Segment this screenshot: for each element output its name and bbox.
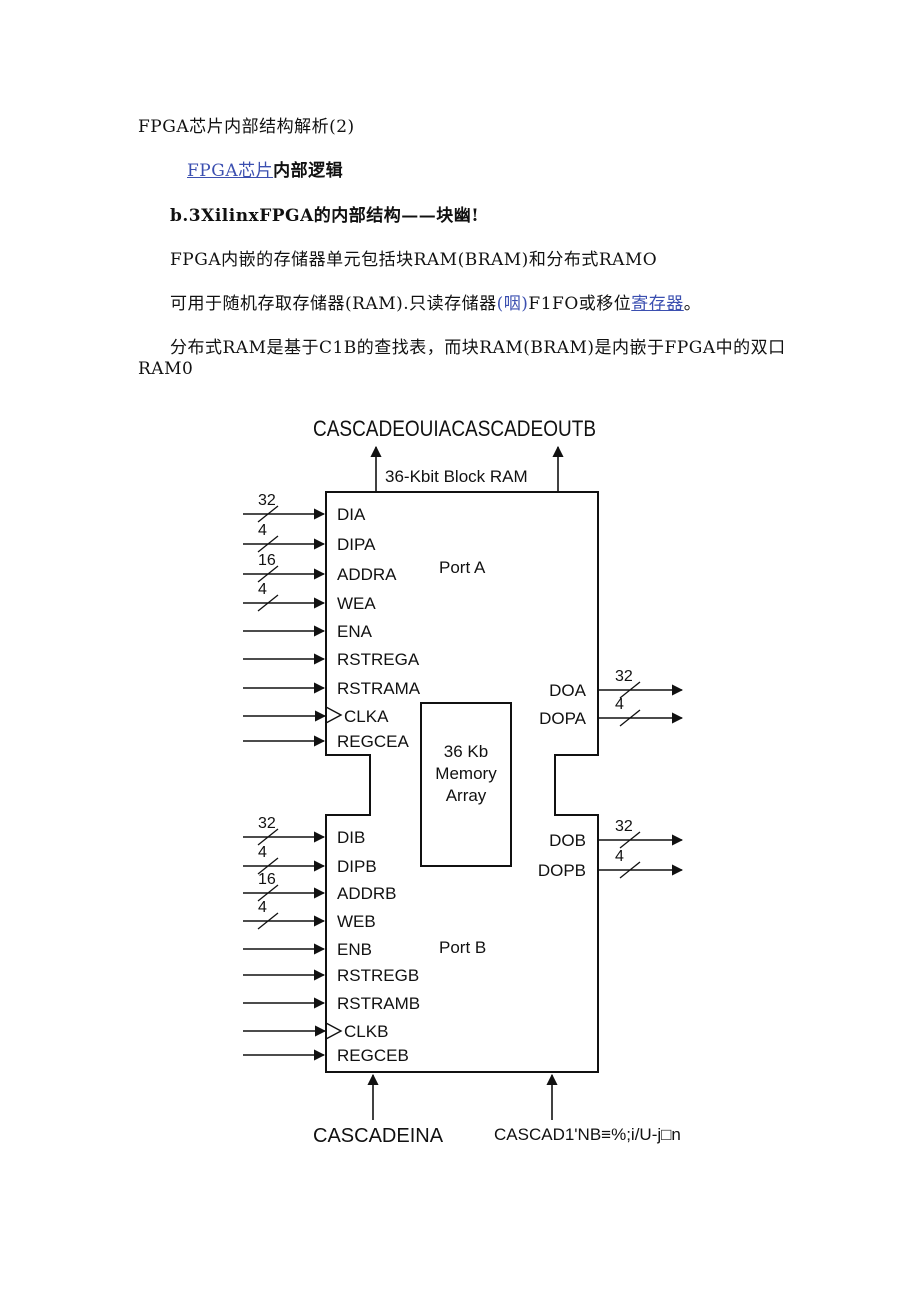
pin-doa-bus-slash — [619, 681, 641, 699]
pin-dob-bus-slash — [619, 831, 641, 849]
doc-title: FPGA芯片内部结构解析(2) — [138, 117, 355, 137]
pin-rstramb-label: RSTRAMB — [337, 994, 420, 1013]
pin-regceb-label: REGCEB — [337, 1046, 409, 1065]
paragraph-3-line-1: 分布式RAM是基于C1B的查找表，而块RAM(BRAM)是内嵌于FPGA中的双口 — [170, 338, 786, 358]
paragraph-1: FPGA内嵌的存储器单元包括块RAM(BRAM)和分布式RAMO — [170, 250, 658, 270]
pin-clkb-label: CLKB — [344, 1022, 388, 1041]
pin-dopa-width: 4 — [615, 696, 624, 713]
pin-web-width: 4 — [258, 899, 267, 916]
clkb-clock-symbol — [325, 1022, 343, 1040]
pin-addrb-label: ADDRB — [337, 884, 397, 903]
paragraph-3-line-2: RAM0 — [138, 359, 194, 379]
pin-addrb-bus-slash — [257, 884, 279, 902]
pin-wea-width: 4 — [258, 581, 267, 598]
port-b-label: Port B — [439, 938, 486, 957]
pin-dia-width: 32 — [258, 492, 276, 509]
clka-clock-symbol — [325, 706, 343, 724]
pin-dipb-label: DIPB — [337, 857, 377, 876]
pin-wea-label: WEA — [337, 594, 376, 613]
memory-line-2: Memory — [435, 764, 497, 783]
pin-ena-label: ENA — [337, 622, 373, 641]
pin-rstrama-label: RSTRAMA — [337, 679, 421, 698]
pin-dopa-label: DOPA — [539, 709, 587, 728]
pin-dib-label: DIB — [337, 828, 365, 847]
paragraph-2: 可用于随机存取存储器(RAM).只读存储器(咽)F1FO或移位寄存器。 — [170, 289, 701, 314]
para2-text-b: F1FO或移位 — [528, 294, 632, 314]
pin-doa-label: DOA — [549, 681, 587, 700]
pin-dipb-bus-slash — [257, 857, 279, 875]
memory-line-3: Array — [446, 786, 487, 805]
pin-dipb-width: 4 — [258, 844, 267, 861]
cascadein-a-label: CASCADEINA — [313, 1125, 444, 1147]
cascadein-b-label: CASCAD1'NB≡%;i/U-j□n — [494, 1125, 681, 1144]
para2-text-c: 。 — [683, 294, 702, 314]
block-title: 36-Kbit Block RAM — [385, 467, 528, 486]
doc-subtitle: FPGA芯片内部逻辑 — [187, 156, 343, 181]
memory-line-1: 36 Kb — [444, 742, 488, 761]
pin-doa-width: 32 — [615, 668, 633, 685]
pin-dia-label: DIA — [337, 505, 366, 524]
pin-dib-width: 32 — [258, 815, 276, 832]
pin-dopb-label: DOPB — [538, 861, 586, 880]
section-heading: b.3XilinxFPGA的内部结构——块幽! — [170, 206, 480, 226]
top-cascade-label: CASCADEOUIACASCADEOUTB — [313, 416, 596, 441]
pin-dib-bus-slash — [257, 828, 279, 846]
para2-link-1[interactable]: (咽) — [496, 294, 529, 314]
pin-wea-bus-slash — [257, 594, 279, 612]
pin-dopb-bus-slash — [619, 861, 641, 879]
pin-addra-width: 16 — [258, 552, 276, 569]
pin-dipa-width: 4 — [258, 522, 267, 539]
pin-dipa-label: DIPA — [337, 535, 376, 554]
memory-array-box — [420, 702, 512, 867]
pin-rstregb-label: RSTREGB — [337, 966, 419, 985]
pin-addra-bus-slash — [257, 565, 279, 583]
pin-dob-width: 32 — [615, 818, 633, 835]
pin-clka-label: CLKA — [344, 707, 389, 726]
pin-dipa-bus-slash — [257, 535, 279, 553]
block-outline — [325, 491, 599, 1073]
para2-text-a: 可用于随机存取存储器(RAM).只读存储器 — [170, 294, 497, 314]
pin-addrb-width: 16 — [258, 871, 276, 888]
pin-dopa-bus-slash — [619, 709, 641, 727]
pin-rstrega-label: RSTREGA — [337, 650, 420, 669]
pin-regcea-label: REGCEA — [337, 732, 409, 751]
register-link[interactable]: 寄存器 — [631, 294, 684, 314]
port-a-label: Port A — [439, 558, 486, 577]
pin-dob-label: DOB — [549, 831, 586, 850]
pin-enb-label: ENB — [337, 940, 372, 959]
subtitle-link[interactable]: FPGA芯片 — [187, 161, 274, 181]
pin-addra-label: ADDRA — [337, 565, 397, 584]
pin-web-bus-slash — [257, 912, 279, 930]
subtitle-rest: 内部逻辑 — [273, 161, 344, 181]
pin-web-label: WEB — [337, 912, 376, 931]
pin-dopb-width: 4 — [615, 848, 624, 865]
pin-dia-bus-slash — [257, 505, 279, 523]
